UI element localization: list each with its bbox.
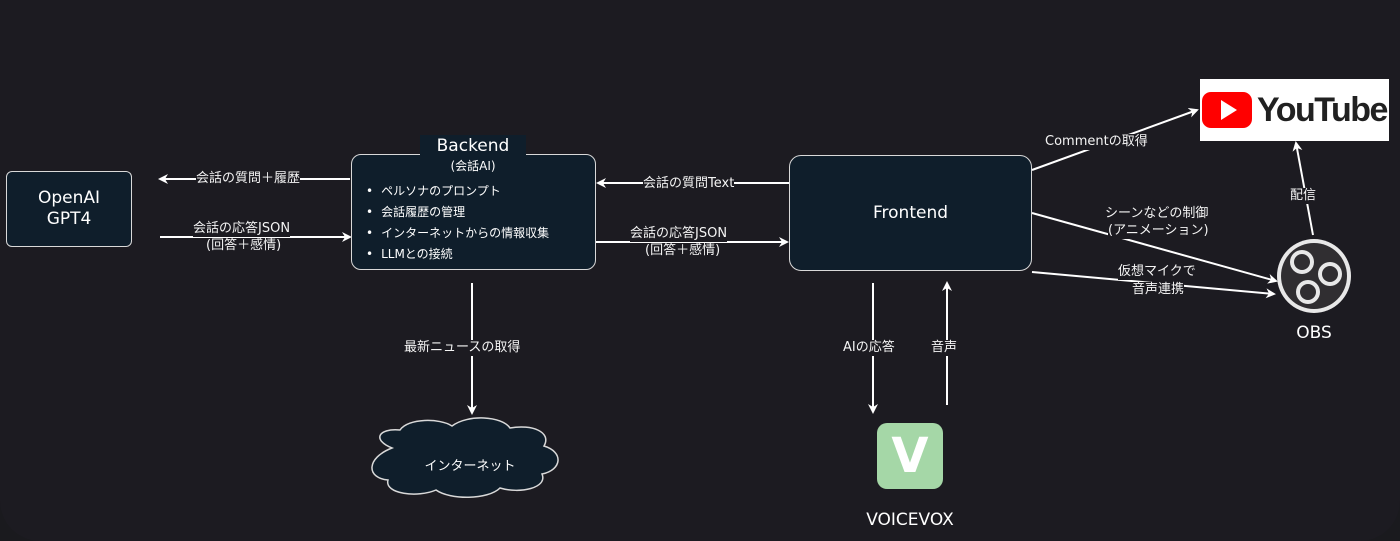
edge-label-youtube-to-frontend: Commentの取得	[1045, 134, 1148, 150]
voicevox-label: VOICEVOX	[866, 510, 954, 530]
youtube-play-icon	[1202, 92, 1253, 128]
list-item: LLMとの接続	[366, 244, 549, 265]
edge-label-backend-to-internet: 最新ニュースの取得	[404, 340, 521, 356]
edge-label-frontend-to-obs-control-2: (アニメーション)	[1108, 223, 1209, 239]
edge-label-obs-to-youtube: 配信	[1290, 188, 1317, 204]
edge-label-openai-to-backend-2: (回答＋感情)	[206, 238, 282, 254]
internet-label: インターネット	[424, 459, 516, 474]
edge-label-frontend-to-obs-mic-1: 仮想マイクで	[1118, 264, 1196, 280]
edge-frontend-to-obs-control	[1031, 212, 1278, 284]
obs-logo	[1277, 239, 1351, 313]
edge-label-backend-to-openai: 会話の質問＋履歴	[196, 171, 301, 187]
list-item: 会話履歴の管理	[366, 202, 549, 223]
youtube-logo: YouTube	[1200, 79, 1389, 141]
list-item: ペルソナのプロンプト	[366, 181, 549, 202]
edge-label-openai-to-backend-1: 会話の応答JSON	[193, 221, 291, 237]
frontend-node: Frontend	[789, 155, 1032, 271]
backend-feature-list: ペルソナのプロンプト 会話履歴の管理 インターネットからの情報収集 LLMとの接…	[366, 181, 549, 265]
edge-label-voicevox-to-frontend: 音声	[931, 340, 958, 356]
openai-label: OpenAI	[37, 188, 101, 208]
edge-label-frontend-to-voicevox: AIの応答	[843, 340, 895, 356]
edge-label-frontend-to-obs-mic-2: 音声連携	[1132, 282, 1185, 298]
openai-node: OpenAI GPT4	[6, 171, 132, 247]
backend-subtitle: (会話AI)	[450, 159, 496, 173]
edge-label-frontend-to-obs-control-1: シーンなどの制御	[1105, 206, 1209, 222]
gpt4-label: GPT4	[46, 209, 92, 229]
list-item: インターネットからの情報収集	[366, 223, 549, 244]
edge-label-frontend-to-backend: 会話の質問Text	[643, 176, 735, 192]
obs-label: OBS	[1296, 323, 1332, 343]
internet-cloud-shape	[371, 417, 559, 498]
frontend-label: Frontend	[872, 203, 949, 223]
edge-label-backend-to-frontend-1: 会話の応答JSON	[630, 226, 728, 242]
youtube-wordmark: YouTube	[1257, 90, 1388, 129]
voicevox-logo: V	[877, 423, 943, 489]
edge-label-backend-to-frontend-2: (回答＋感情)	[645, 243, 721, 259]
backend-title: Backend	[420, 135, 526, 157]
